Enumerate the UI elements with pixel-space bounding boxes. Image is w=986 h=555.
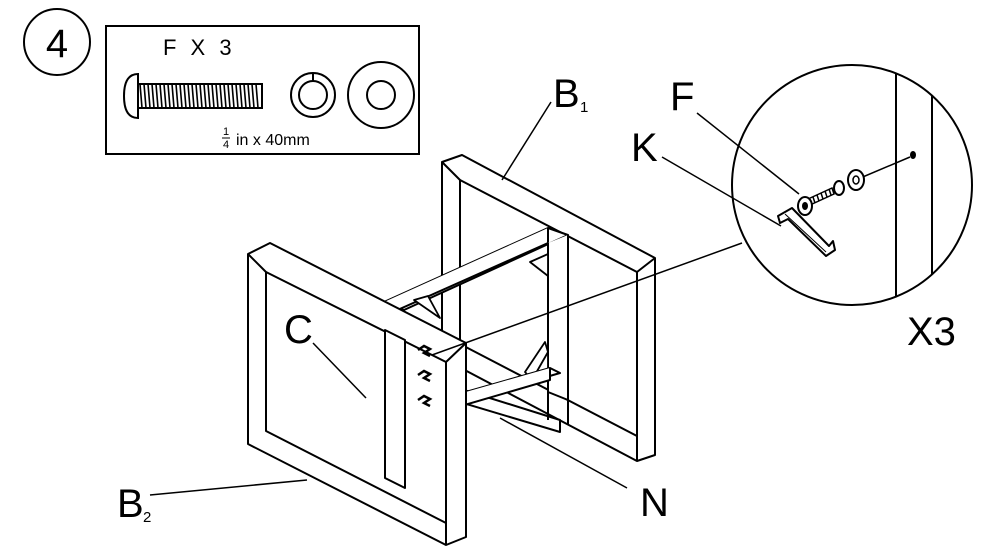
detail-zoom-circle	[731, 64, 973, 306]
size-dimension-text: in x 40mm	[236, 132, 310, 149]
corner-brackets	[413, 253, 549, 381]
zoom-leader	[431, 242, 743, 356]
label-n: N	[640, 481, 669, 525]
size-fraction-denominator: 4	[223, 139, 229, 151]
label-b2: B	[117, 482, 144, 526]
step-badge: 4	[23, 8, 91, 76]
flat-washer-icon	[347, 61, 415, 129]
lock-washer-icon	[290, 72, 336, 118]
bolt-hole-icon	[910, 151, 916, 159]
label-f: F	[670, 75, 694, 119]
bolt-symbols	[417, 344, 433, 408]
label-b2-subscript: 2	[143, 509, 151, 526]
label-multiplier: X3	[907, 310, 956, 354]
frame-b2	[247, 242, 467, 546]
label-leaders	[149, 101, 800, 496]
zoom-bolt-icon	[797, 186, 835, 216]
label-b1-subscript: 1	[580, 99, 588, 116]
bolt-size-label: 1 4 in x 40mm	[222, 126, 310, 151]
zoom-lock-washer-icon	[833, 180, 845, 196]
label-b1: B	[553, 72, 580, 116]
hardware-box: F X 3 1 4 in x 40mm	[105, 25, 420, 155]
hardware-qty-label: F X 3	[163, 35, 236, 60]
label-c: C	[284, 308, 313, 352]
zoom-flat-washer-icon	[847, 169, 865, 191]
step-number: 4	[46, 22, 68, 66]
size-fraction-numerator: 1	[223, 126, 229, 138]
label-k: K	[631, 126, 658, 170]
allen-key-icon	[777, 207, 836, 257]
bolt-icon	[122, 72, 263, 120]
